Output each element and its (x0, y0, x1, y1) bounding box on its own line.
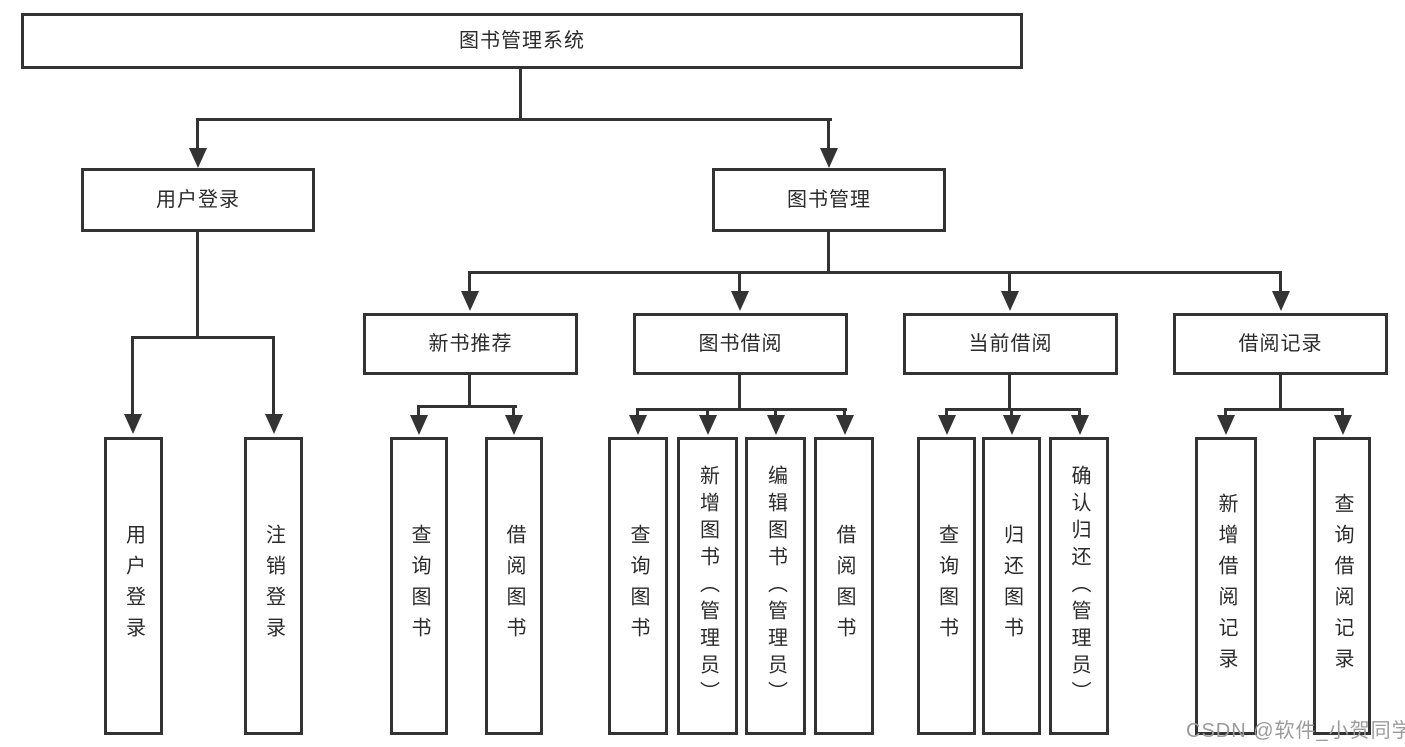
leaf-confirm-return-admin: 确认归还（管理员） (1049, 437, 1109, 735)
leaf-query-books: 查询图书 (390, 437, 448, 735)
arrow-down-icon (1334, 415, 1352, 435)
connector-line (1279, 271, 1282, 291)
leaf-user-login: 用户登录 (104, 437, 163, 735)
leaf-logout: 注销登录 (244, 437, 303, 735)
connector-line (1224, 408, 1344, 411)
connector-line (272, 336, 275, 414)
leaf-add-borrow-record: 新增借阅记录 (1195, 437, 1257, 735)
arrow-down-icon (938, 415, 956, 435)
connector-line (196, 232, 199, 339)
leaf-add-books-admin: 新增图书（管理员） (677, 437, 738, 735)
connector-line (131, 336, 275, 339)
leaf-edit-books-admin: 编辑图书（管理员） (745, 437, 806, 735)
arrow-down-icon (1003, 415, 1021, 435)
connector-line (945, 408, 948, 415)
leaf-borrow-books: 借阅图书 (485, 437, 543, 735)
connector-line (512, 405, 515, 415)
leaf-query-books-2: 查询图书 (608, 437, 668, 735)
arrow-down-icon (124, 414, 142, 434)
connector-line (843, 408, 846, 415)
leaf-query-books-3: 查询图书 (917, 437, 976, 735)
connector-line (1010, 408, 1013, 415)
arrow-down-icon (767, 415, 785, 435)
arrow-down-icon (1217, 415, 1235, 435)
connector-line (945, 408, 1081, 411)
arrow-down-icon (265, 414, 283, 434)
connector-line (1224, 408, 1227, 415)
watermark: CSDN @软件_小贺同学 (1186, 720, 1405, 742)
connector-line (1341, 408, 1344, 415)
arrow-down-icon (731, 291, 749, 311)
arrow-down-icon (505, 415, 523, 435)
leaf-query-borrow-record: 查询借阅记录 (1313, 437, 1371, 735)
node-new-book-recommendation: 新书推荐 (363, 313, 578, 375)
connector-line (131, 336, 134, 414)
node-current-borrowing: 当前借阅 (903, 313, 1118, 375)
arrow-down-icon (1001, 291, 1019, 311)
connector-line (1078, 408, 1081, 415)
connector-line (417, 405, 420, 415)
node-user-login: 用户登录 (81, 168, 315, 232)
connector-line (827, 232, 830, 274)
arrow-down-icon (410, 415, 428, 435)
connector-line (468, 271, 471, 291)
arrow-down-icon (629, 415, 647, 435)
connector-line (468, 271, 1282, 274)
connector-line (417, 405, 517, 408)
arrow-down-icon (1272, 291, 1290, 311)
connector-line (1008, 271, 1011, 291)
connector-line (1279, 375, 1282, 411)
connector-line (706, 408, 709, 415)
connector-line (1008, 375, 1011, 411)
connector-line (738, 375, 741, 411)
connector-line (636, 408, 847, 411)
connector-line (519, 69, 522, 121)
node-library-management-system: 图书管理系统 (21, 13, 1023, 69)
node-borrowing-records: 借阅记录 (1173, 313, 1388, 375)
connector-line (636, 408, 639, 415)
arrow-down-icon (699, 415, 717, 435)
arrow-down-icon (1071, 415, 1089, 435)
connector-line (196, 118, 832, 121)
arrow-down-icon (820, 148, 838, 168)
leaf-borrow-books-2: 借阅图书 (814, 437, 874, 735)
node-book-borrowing: 图书借阅 (633, 313, 848, 375)
leaf-return-books: 归还图书 (982, 437, 1041, 735)
arrow-down-icon (189, 148, 207, 168)
connector-line (196, 118, 199, 148)
node-book-management: 图书管理 (712, 168, 946, 232)
connector-line (827, 118, 830, 148)
arrow-down-icon (461, 291, 479, 311)
connector-line (738, 271, 741, 291)
connector-line (468, 375, 471, 408)
arrow-down-icon (836, 415, 854, 435)
connector-line (774, 408, 777, 415)
